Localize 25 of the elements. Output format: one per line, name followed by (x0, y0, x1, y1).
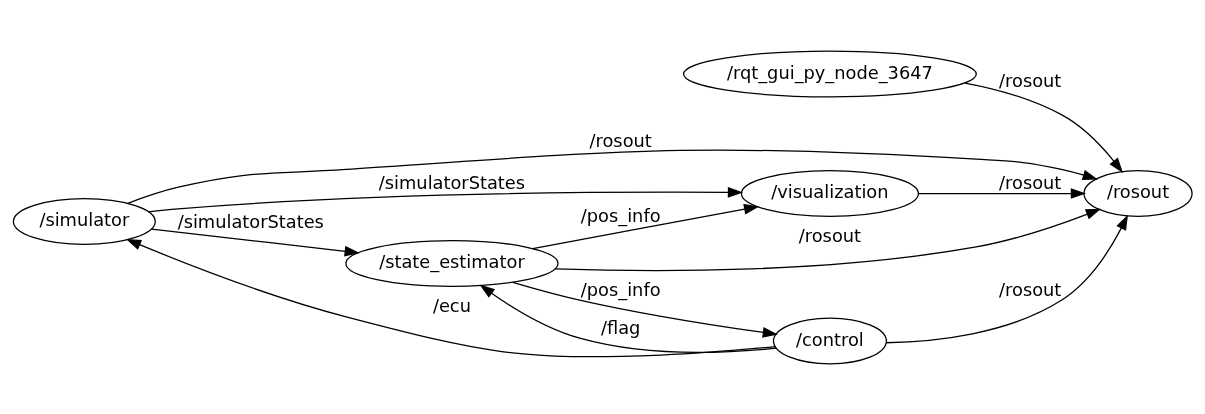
edge-label: /rosout (999, 69, 1062, 91)
edge-label: /simulatorStates (177, 210, 324, 232)
edge-label: /pos_info (580, 204, 661, 226)
arrow (151, 227, 360, 257)
node-ellipse: /simulator (12, 197, 156, 245)
edge-label: /pos_info (580, 278, 661, 299)
arrow (964, 81, 1124, 173)
arrow (125, 238, 777, 357)
node-ellipse: /control (772, 317, 887, 365)
arrow (127, 149, 1098, 204)
node-ellipse: /rqt_gui_py_node_3647 (682, 49, 977, 97)
arrow (148, 186, 744, 212)
edge-label: /ecu (432, 294, 471, 316)
arrow (918, 187, 1087, 199)
edge-label: /rosout (798, 224, 862, 246)
arrow (479, 284, 777, 353)
arrow (512, 281, 778, 338)
edge-label: /flag (600, 316, 641, 338)
edge-label: /rosout (999, 278, 1062, 299)
arrow (532, 203, 760, 249)
edge-label: /rosout (999, 171, 1062, 193)
edge-label: /rosout (589, 129, 652, 151)
arrow (885, 214, 1128, 343)
edge-label: /simulatorStates (378, 171, 526, 193)
arrow (554, 208, 1102, 271)
